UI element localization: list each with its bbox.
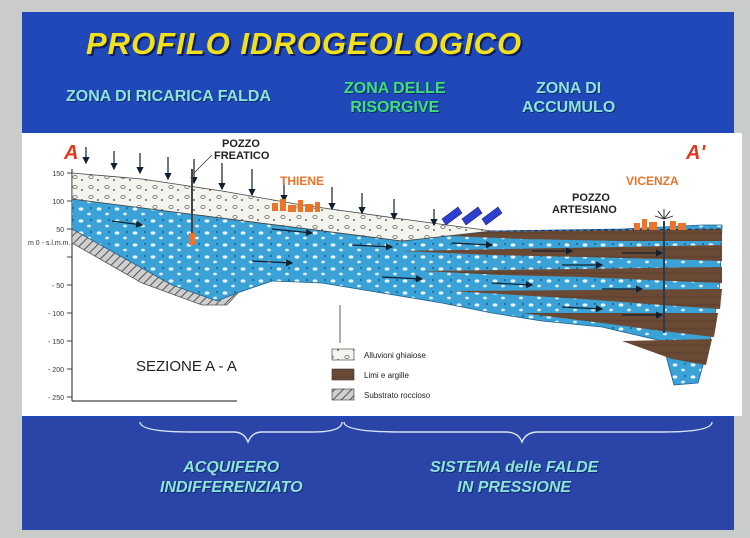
- town-vicenza-label: VICENZA: [626, 174, 679, 188]
- legend: Alluvioni ghiaiose Limi e argille Substr…: [331, 348, 431, 401]
- bottom-band: [22, 418, 734, 530]
- spring-symbols: [441, 206, 503, 226]
- zone-accumulo-label: ZONA DI ACCUMULO: [522, 79, 615, 117]
- y-tick-label: 100: [52, 199, 64, 206]
- zone-risorgive-line-2: RISORGIVE: [350, 99, 440, 116]
- y-tick-label: - 250: [48, 395, 64, 402]
- well-freatico-line-1: POZZO: [222, 138, 260, 150]
- bottom-right-line-2: IN PRESSIONE: [457, 479, 572, 496]
- y-tick-label: 50: [56, 227, 64, 234]
- legend-swatch-gravel: [331, 348, 355, 361]
- brace-left: [139, 421, 343, 444]
- legend-swatch-rock: [331, 388, 355, 401]
- section-marker-a: A: [63, 142, 78, 164]
- bottom-left-label: ACQUIFERO INDIFFERENZIATO: [160, 458, 303, 498]
- y-tick-label: - 200: [48, 367, 64, 374]
- legend-label-gravel: Alluvioni ghiaiose: [364, 351, 426, 360]
- slide-title: PROFILO IDROGEOLOGICO: [86, 26, 523, 61]
- bottom-left-line-1: ACQUIFERO: [183, 459, 280, 476]
- zone-ricarica-label: ZONA DI RICARICA FALDA: [66, 87, 271, 106]
- artesian-spray: [654, 209, 674, 220]
- freatic-well-pointer: [193, 154, 213, 174]
- well-artesiano-line-2: ARTESIANO: [552, 204, 617, 216]
- bottom-right-label: SISTEMA delle FALDE IN PRESSIONE: [430, 458, 598, 498]
- groundwater-flow-arrows: [111, 220, 664, 319]
- bottom-left-line-2: INDIFFERENZIATO: [160, 479, 303, 496]
- cross-section-panel: 150 100 50 - 50 - 100 - 150 - 200 - 250 m 0 - s…: [22, 133, 742, 416]
- y-tick-label: 150: [52, 171, 64, 178]
- vicenza-buildings: [634, 219, 686, 230]
- well-freatico-line-2: FREATICO: [214, 150, 270, 162]
- brace-right: [343, 421, 713, 444]
- clay-layers: [382, 229, 722, 365]
- town-thiene-label: THIENE: [280, 174, 324, 188]
- bottom-brace: [139, 421, 713, 444]
- legend-swatch-clay: [331, 368, 355, 381]
- cross-section-diagram: 150 100 50 - 50 - 100 - 150 - 200 - 250 m 0 - s…: [28, 138, 723, 402]
- axis-unit-label: m 0 - s.l.m.m.: [28, 240, 70, 247]
- y-tick-label: - 50: [52, 283, 64, 290]
- thiene-buildings: [272, 199, 320, 212]
- y-axis-ticks: 150 100 50 - 50 - 100 - 150 - 200 - 250: [48, 171, 72, 402]
- freatic-well-screen: [189, 233, 195, 245]
- zone-accumulo-line-2: ACCUMULO: [522, 99, 616, 116]
- section-label: SEZIONE A - A: [136, 358, 237, 375]
- y-tick-label: - 100: [48, 311, 64, 318]
- bottom-right-line-1: SISTEMA delle FALDE: [430, 459, 599, 476]
- zone-accumulo-line-1: ZONA DI: [536, 80, 602, 97]
- zone-risorgive-label: ZONA DELLE RISORGIVE: [344, 79, 446, 117]
- legend-label-clay: Limi e argille: [364, 371, 409, 380]
- well-artesiano-line-1: POZZO: [572, 192, 610, 204]
- recharge-arrows: [82, 147, 438, 227]
- gravel-aquifer: [71, 198, 723, 386]
- legend-label-rock: Substrato roccioso: [364, 391, 431, 400]
- section-marker-a-prime: A': [685, 142, 706, 164]
- y-tick-label: - 150: [48, 339, 64, 346]
- zone-risorgive-line-1: ZONA DELLE: [344, 80, 446, 97]
- zone-ricarica-line-1: ZONA DI RICARICA FALDA: [66, 88, 272, 105]
